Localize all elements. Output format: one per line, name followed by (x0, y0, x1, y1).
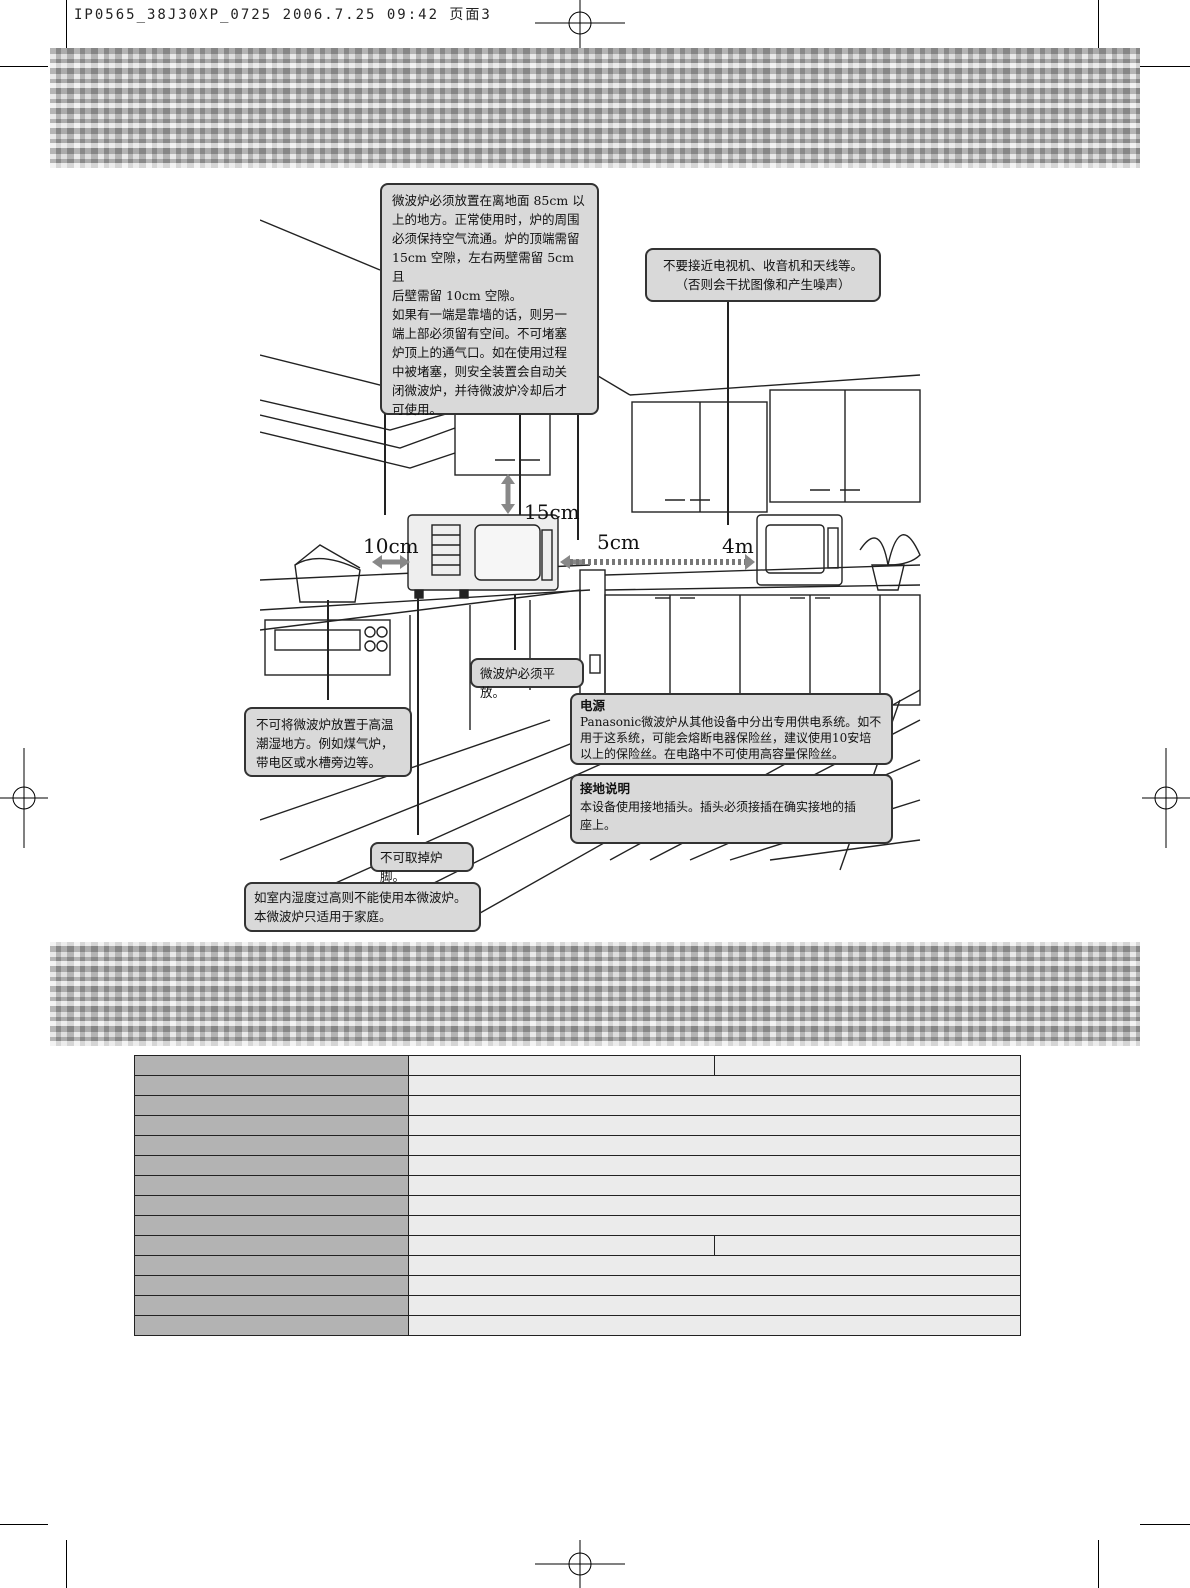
spec-value-cell (408, 1315, 1021, 1336)
heat-line: 带电区或水槽旁边等。 (256, 755, 382, 770)
spec-key-cell (134, 1055, 409, 1076)
power-line: Panasonic微波炉从其他设备中分出专用供电系统。如不 (580, 715, 882, 729)
spec-key-cell (134, 1095, 409, 1116)
spec-value-cell (408, 1155, 1021, 1176)
placement-line: 上的地方。正常使用时，炉的周围 (392, 212, 580, 227)
spec-value-cell (408, 1215, 1021, 1236)
registration-mark-top (535, 0, 625, 48)
placement-line: 可使用。 (392, 402, 443, 417)
spec-row (134, 1095, 1021, 1116)
feet-text: 不可取掉炉脚。 (380, 850, 443, 884)
spec-row (134, 1235, 1021, 1256)
power-title: 电源 (580, 698, 606, 713)
left-clearance-label: 10cm (363, 534, 419, 558)
spec-row (134, 1195, 1021, 1216)
placement-line: 如果有一端是靠墙的话，则另一 (392, 307, 568, 322)
placement-line: 微波炉必须放置在离地面 85cm 以 (392, 193, 585, 208)
spec-value-cell (408, 1255, 1021, 1276)
spec-key-cell (134, 1075, 409, 1096)
crop-mark (66, 0, 67, 48)
placement-line: 端上部必须留有空间。不可堵塞 (392, 326, 568, 341)
spec-row (134, 1215, 1021, 1236)
spec-key-cell (134, 1215, 409, 1236)
tv-distance-label: 4m (722, 534, 754, 558)
spec-value-cell (408, 1235, 715, 1256)
grounding-line: 本设备使用接地插头。插头必须接插在确实接地的插 (580, 800, 857, 814)
spec-key-cell (134, 1295, 409, 1316)
spec-key-cell (134, 1235, 409, 1256)
spec-row (134, 1055, 1021, 1076)
crop-mark (0, 66, 48, 67)
placement-line: 必须保持空气流通。炉的顶端需留 (392, 231, 580, 246)
placement-line: 闭微波炉，并待微波炉冷却后才 (392, 383, 568, 398)
feet-callout: 不可取掉炉脚。 (370, 842, 474, 884)
spec-key-cell (134, 1275, 409, 1296)
spec-row (134, 1115, 1021, 1136)
decorative-plaid-band-middle (50, 942, 1140, 1046)
spec-value-cell (408, 1195, 1021, 1216)
grounding-title: 接地说明 (580, 781, 631, 796)
crop-mark (1098, 1540, 1099, 1588)
humidity-line: 如室内湿度过高则不能使用本微波炉。 (254, 890, 467, 905)
spec-value-cell (714, 1055, 1021, 1076)
spec-row (134, 1155, 1021, 1176)
crop-mark (66, 1540, 67, 1588)
heat-callout: 不可将微波炉放置于高温 潮湿地方。例如煤气炉， 带电区或水槽旁边等。 (244, 707, 412, 777)
spec-row (134, 1175, 1021, 1196)
power-line: 用于这系统，可能会熔断电器保险丝，建议使用10安培 (580, 731, 872, 745)
registration-mark-left (0, 748, 48, 848)
spec-row (134, 1075, 1021, 1096)
crop-mark (1140, 66, 1190, 67)
tv-distance-callout: 不要接近电视机、收音机和天线等。 （否则会干扰图像和产生噪声） (645, 248, 881, 302)
placement-callout: 微波炉必须放置在离地面 85cm 以 上的地方。正常使用时，炉的周围 必须保持空… (380, 183, 599, 417)
spec-key-cell (134, 1175, 409, 1196)
humidity-callout: 如室内湿度过高则不能使用本微波炉。 本微波炉只适用于家庭。 (244, 882, 481, 932)
grounding-callout: 接地说明 本设备使用接地插头。插头必须接插在确实接地的插 座上。 (570, 774, 893, 844)
spec-row (134, 1255, 1021, 1276)
print-header: IP0565_38J30XP_0725 2006.7.25 09:42 页面3 (74, 7, 492, 23)
placement-line: 后壁需留 10cm 空隙。 (392, 288, 523, 303)
placement-line: 炉顶上的通气口。如在使用过程 (392, 345, 568, 360)
spec-row (134, 1135, 1021, 1156)
spec-key-cell (134, 1255, 409, 1276)
tv-line: 不要接近电视机、收音机和天线等。 (662, 258, 863, 273)
spec-key-cell (134, 1315, 409, 1336)
level-callout: 微波炉必须平放。 (470, 658, 584, 700)
spec-value-cell (714, 1235, 1021, 1256)
spec-key-cell (134, 1115, 409, 1136)
level-text: 微波炉必须平放。 (480, 666, 556, 700)
registration-mark-bottom (535, 1540, 625, 1588)
humidity-line: 本微波炉只适用于家庭。 (254, 909, 392, 924)
spec-value-cell (408, 1095, 1021, 1116)
spec-key-cell (134, 1155, 409, 1176)
spec-row (134, 1275, 1021, 1296)
placement-line: 15cm 空隙，左右两壁需留 5cm 且 (392, 250, 575, 284)
spec-value-cell (408, 1135, 1021, 1156)
spec-value-cell (408, 1115, 1021, 1136)
heat-line: 不可将微波炉放置于高温 (256, 717, 394, 732)
grounding-line: 座上。 (580, 818, 617, 832)
decorative-plaid-band-top (50, 48, 1140, 168)
crop-mark (1140, 1524, 1190, 1525)
power-callout: 电源 Panasonic微波炉从其他设备中分出专用供电系统。如不 用于这系统，可… (570, 693, 893, 765)
spec-value-cell (408, 1075, 1021, 1096)
spec-value-cell (408, 1175, 1021, 1196)
spec-value-cell (408, 1275, 1021, 1296)
spec-value-cell (408, 1295, 1021, 1316)
heat-line: 潮湿地方。例如煤气炉， (256, 736, 394, 751)
spec-value-cell (408, 1055, 715, 1076)
spec-key-cell (134, 1135, 409, 1156)
placement-line: 中被堵塞，则安全装置会自动关 (392, 364, 568, 379)
tv-line: （否则会干扰图像和产生噪声） (675, 277, 851, 292)
crop-mark (0, 1524, 48, 1525)
right-clearance-label: 5cm (597, 530, 640, 554)
crop-mark (1098, 0, 1099, 48)
spec-row (134, 1315, 1021, 1336)
registration-mark-right (1142, 748, 1190, 848)
spec-row (134, 1295, 1021, 1316)
spec-table (134, 1055, 1021, 1336)
top-clearance-label: 15cm (524, 500, 580, 524)
spec-key-cell (134, 1195, 409, 1216)
power-line: 以上的保险丝。在电路中不可使用高容量保险丝。 (580, 747, 845, 761)
